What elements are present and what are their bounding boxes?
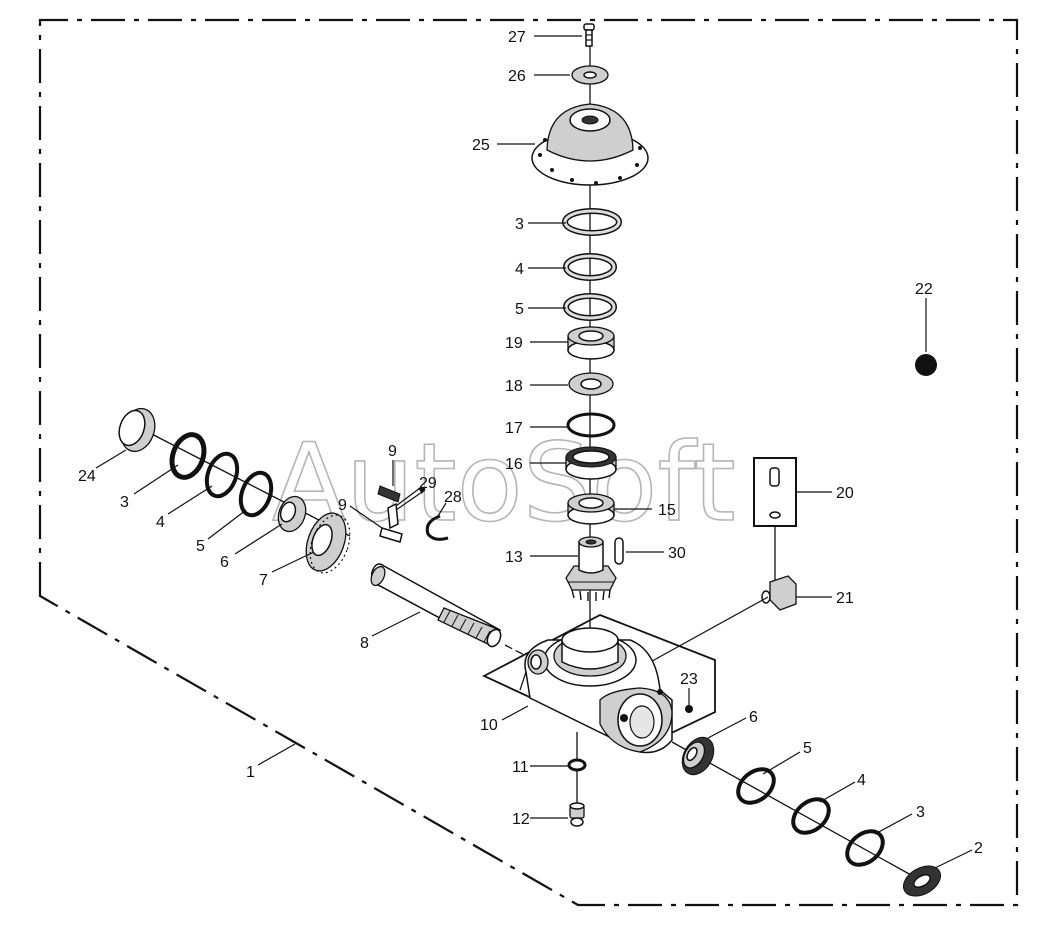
callout-12: 12 [512,811,530,828]
part-4-ring-top [563,253,617,281]
callout-29: 29 [419,475,437,492]
part-6-bearing-left [277,495,307,533]
part-8-shaft [370,563,502,648]
callout-9-lower: 9 [338,497,347,514]
callout-5-top: 5 [515,301,524,318]
callout-15: 15 [658,502,676,519]
callout-13: 13 [505,549,523,566]
callout-20: 20 [836,485,854,502]
part-20-fitting-group [753,457,797,580]
part-21-block [644,575,797,666]
callout-9-upper: 9 [388,443,397,460]
callout-28: 28 [444,489,462,506]
part-28-snap-ring [425,514,449,541]
callout-25: 25 [472,137,490,154]
callout-5-right: 5 [803,740,812,757]
part-9-key-lower [379,527,403,543]
callout-10: 10 [480,717,498,734]
part-26-washer [571,65,609,85]
callout-19: 19 [505,335,523,352]
part-4-ring-right [791,797,831,835]
callout-18: 18 [505,378,523,395]
part-6-bearing-right [681,736,715,776]
callout-2: 2 [974,840,983,857]
callout-3-left: 3 [120,494,129,511]
part-18-spacer [568,372,614,396]
part-13-pinion-shaft [565,536,617,601]
part-4-ring-left [204,451,240,499]
callout-24: 24 [78,468,96,485]
part-2-cap-washer [903,865,941,897]
part-7-bevel-gear [305,512,351,574]
part-15-bearing [567,493,615,525]
callout-8: 8 [360,635,369,652]
callout-26: 26 [508,68,526,85]
part-11-washer [567,758,587,772]
part-5-ring-right [736,767,776,805]
callout-6-right: 6 [749,709,758,726]
callout-21: 21 [836,590,854,607]
callout-6-left: 6 [220,554,229,571]
part-23-plug [685,705,693,713]
callout-1: 1 [246,764,255,781]
callout-17: 17 [505,420,523,437]
callout-4-right: 4 [857,772,866,789]
part-29-pin [387,502,399,530]
callout-5-left: 5 [196,538,205,555]
callout-23: 23 [680,671,698,688]
part-22-dot [915,354,937,376]
callout-4-left: 4 [156,514,165,531]
callout-22: 22 [915,281,933,298]
part-19-bearing [567,326,615,360]
callout-3-right: 3 [916,804,925,821]
part-25-cap [531,103,649,186]
callout-3-top: 3 [515,216,524,233]
part-16-seal [565,446,617,480]
part-9-key-upper [377,485,401,503]
callout-16: 16 [505,456,523,473]
callout-11: 11 [512,759,529,776]
part-10-gear-housing [481,614,716,754]
part-30-key [614,537,624,565]
assembly-boundary [38,18,1019,907]
callout-7: 7 [259,572,268,589]
part-24-cup [118,407,156,453]
callout-4-top: 4 [515,261,524,278]
part-3-circlip-right [845,829,885,867]
part-17-ring [566,412,616,438]
part-12-drain-plug [569,802,585,827]
part-5-ring-top [563,293,617,321]
callout-27: 27 [508,29,526,46]
callout-30: 30 [668,545,686,562]
part-5-ring-left [238,470,274,518]
part-3-circlip-left [169,432,207,480]
part-3-circlip-top [562,208,622,236]
watermark: AutoSoft [272,421,736,546]
part-27-screw [583,23,595,47]
